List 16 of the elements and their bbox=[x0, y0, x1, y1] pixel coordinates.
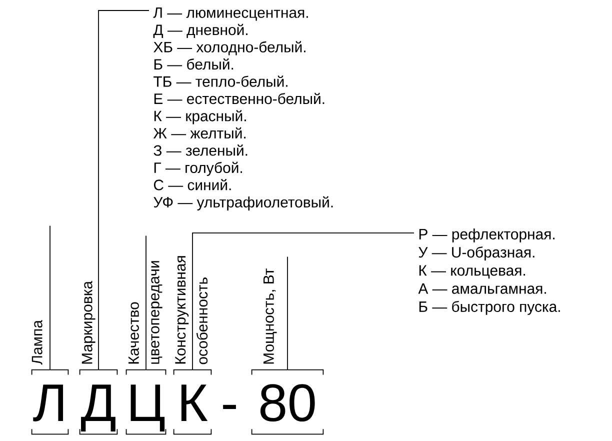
leader-line bbox=[98, 10, 150, 370]
code-list: Л — люминесцентная. Д — дневной. ХБ — холодно-белый. Б — белый. ТБ — тепло-белый. Е — естественно-белый. К — красный. Ж — желтый. З — зеленый. Г — голубой. С — синий. УФ — ультрафиолетовый. bbox=[153, 8, 333, 210]
bracketed-code: 80 bbox=[251, 369, 324, 435]
bracketed-code: К bbox=[173, 369, 212, 435]
hyphen: - bbox=[223, 404, 236, 410]
bracketed-code: Л bbox=[31, 369, 69, 435]
vertical-label: Мощность, Вт bbox=[264, 268, 277, 364]
leader-line bbox=[287, 256, 288, 370]
leader-line bbox=[192, 232, 414, 370]
vertical-label: Конструктивная особенность bbox=[175, 256, 208, 364]
bracketed-code: Д bbox=[79, 369, 118, 435]
vertical-label: Качество цветопередачи bbox=[128, 261, 162, 364]
vertical-label: Лампа bbox=[32, 320, 42, 365]
bracketed-code: Ц bbox=[126, 369, 166, 435]
code-list: Р — рефлекторная. У — U-образная. К — кольцевая. А — амальгамная. Б — быстрого пуска. bbox=[418, 228, 560, 315]
vertical-label: Маркировка bbox=[82, 280, 96, 364]
